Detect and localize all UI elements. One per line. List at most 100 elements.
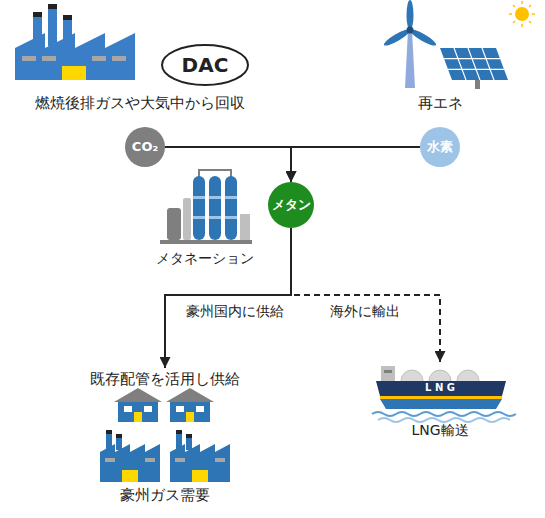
renewables-illustration	[475, 80, 480, 89]
factory-illustration	[112, 56, 126, 61]
renewables-illustration	[521, 1, 523, 4]
flow-connector	[291, 228, 440, 362]
methanation-plant	[193, 196, 205, 199]
node-text: 水素	[427, 139, 453, 155]
methanation-plant	[193, 176, 205, 240]
houses-illustration	[186, 412, 194, 422]
factory-illustration	[22, 56, 36, 61]
demand-factories	[116, 434, 122, 450]
houses-illustration	[114, 388, 162, 402]
renewables-illustration	[509, 1, 535, 27]
methanation-plant	[167, 208, 181, 240]
node-text: CO₂	[132, 139, 158, 155]
houses-illustration	[134, 412, 142, 422]
methanation-plant	[209, 176, 221, 240]
dac-ellipse: DAC	[160, 43, 250, 87]
dac-ellipse-outline	[162, 45, 248, 85]
node-text: メタン	[272, 197, 311, 213]
edge-label: 海外に輸出	[330, 303, 400, 320]
demand-factories	[100, 444, 160, 482]
lng-ship	[378, 418, 510, 422]
lng-ship	[380, 396, 502, 399]
source-caption: 再エネ	[418, 94, 463, 112]
factory-illustration	[92, 56, 106, 61]
hydrogen-circle: 水素	[420, 127, 460, 167]
houses-illustration	[144, 406, 152, 412]
methanation-plant	[160, 170, 252, 244]
renewables-illustration	[405, 30, 415, 88]
flow-connector	[165, 228, 291, 368]
methanation-plant	[193, 216, 205, 219]
methanation-plant	[209, 216, 221, 219]
renewables-illustration	[529, 5, 531, 7]
demand-factories	[105, 458, 115, 462]
renewables-illustration	[468, 48, 480, 80]
houses-illustration	[114, 388, 214, 422]
node-text: 既存配管を活用し供給	[90, 370, 240, 388]
flow-connector	[165, 147, 291, 182]
renewables-illustration	[454, 48, 466, 80]
demand-factories	[145, 458, 155, 462]
houses-illustration	[118, 402, 158, 422]
node-text: DAC	[182, 53, 229, 77]
methanation-plant	[160, 240, 252, 244]
methanation-plant	[225, 176, 237, 240]
renewables-illustration	[407, 27, 414, 34]
flow-connector	[291, 147, 420, 182]
renewables-illustration	[440, 48, 508, 80]
renewables-illustration	[407, 0, 414, 30]
node-text: 豪州ガス需要	[120, 486, 210, 504]
demand-factories	[100, 430, 230, 482]
factory-illustration	[15, 4, 135, 80]
factory-illustration	[48, 4, 57, 46]
lng-ship	[372, 366, 516, 422]
edge-label: 豪州国内に供給	[186, 303, 284, 320]
houses-illustration	[170, 402, 210, 422]
methanation-plant	[183, 198, 191, 240]
methanation-plant	[209, 196, 221, 199]
demand-factories	[176, 430, 182, 434]
renewables-illustration	[509, 13, 512, 15]
methanation-plant	[225, 196, 237, 199]
lng-ship	[376, 381, 506, 396]
renewables-illustration	[513, 5, 515, 7]
lng-ship	[381, 366, 395, 382]
demand-factories	[175, 458, 185, 462]
factory-illustration	[15, 33, 135, 80]
renewables-illustration	[382, 0, 535, 89]
demand-factories	[186, 434, 192, 450]
houses-illustration	[176, 406, 184, 412]
demand-factories	[170, 444, 230, 482]
lng-ship	[380, 399, 502, 409]
lng-ship	[384, 370, 392, 373]
source-caption: 燃焼後排ガスや大気中から回収	[35, 94, 245, 112]
methanation-plant	[240, 214, 250, 240]
renewables-illustration	[482, 48, 494, 80]
houses-illustration	[196, 406, 204, 412]
demand-factories	[116, 434, 122, 438]
node-text: LNG輸送	[411, 422, 468, 439]
demand-factories	[215, 458, 225, 462]
renewables-illustration	[521, 24, 523, 27]
methanation-plant	[225, 216, 237, 219]
renewables-illustration	[513, 21, 515, 23]
demand-factories	[192, 470, 208, 482]
factory-illustration	[33, 12, 42, 17]
demand-factories	[122, 470, 138, 482]
factory-illustration	[48, 4, 57, 9]
factory-illustration	[42, 56, 56, 61]
demand-factories	[186, 434, 192, 438]
renewables-illustration	[532, 13, 535, 15]
houses-illustration	[166, 388, 214, 402]
node-text: L N G	[425, 382, 455, 394]
renewables-illustration	[515, 7, 529, 21]
methane-circle-outline	[268, 182, 314, 228]
demand-factories	[106, 430, 112, 434]
houses-illustration	[124, 406, 132, 412]
factory-illustration	[62, 66, 86, 80]
